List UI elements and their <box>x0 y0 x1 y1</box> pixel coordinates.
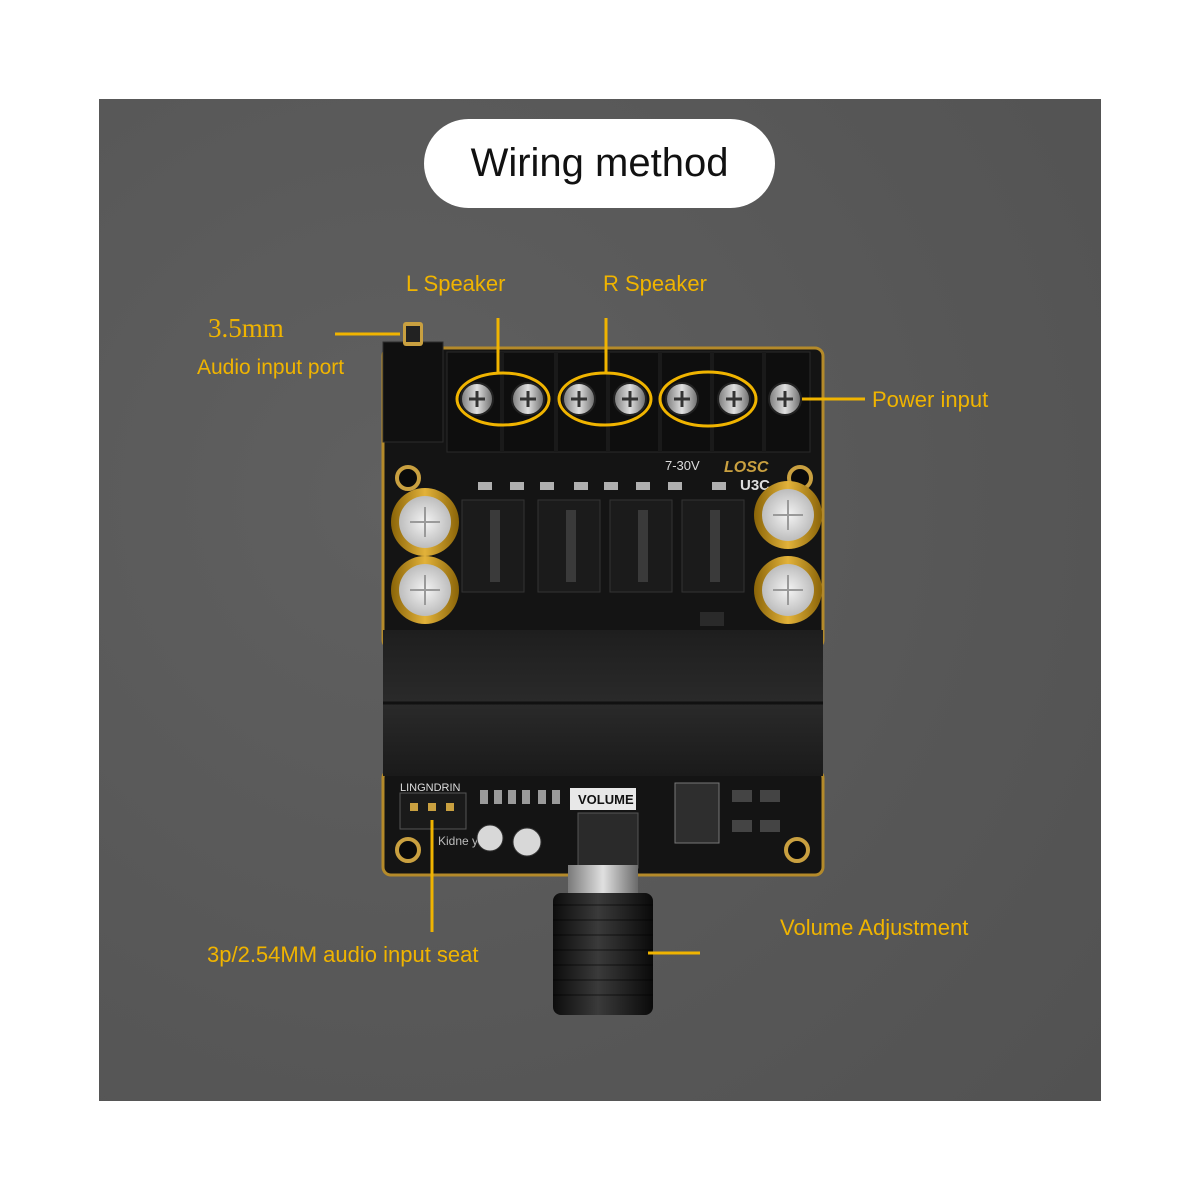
knob-shaft <box>568 865 638 895</box>
pin-header-silkscreen: LINGNDRIN <box>400 782 461 794</box>
r-speaker-label: R Speaker <box>603 271 707 296</box>
smd-parts <box>478 482 726 490</box>
terminal-screws <box>460 382 802 416</box>
page-title: Wiring method <box>470 141 729 185</box>
audio-jack <box>382 341 444 443</box>
voltage-silkscreen: 7-30V <box>665 458 700 473</box>
power-input-label: Power input <box>872 387 989 412</box>
amplifier-chips <box>461 499 745 593</box>
volume-adjustment-label: Volume Adjustment <box>780 915 969 940</box>
regulator <box>674 782 720 844</box>
l-speaker-label: L Speaker <box>406 271 506 296</box>
callout-lines <box>335 318 865 955</box>
volume-knob <box>553 893 653 1015</box>
model-silkscreen: U3C <box>740 477 770 494</box>
electrolytic-capacitors <box>391 481 822 624</box>
kidney-silkscreen: Kidne y <box>438 834 478 848</box>
title-pill: Wiring method <box>424 119 775 208</box>
jack-size-label: 3.5mm <box>208 313 284 343</box>
jack-desc-label: Audio input port <box>197 356 345 379</box>
volume-silkscreen: VOLUME <box>578 792 634 807</box>
brand-silkscreen: LOSC <box>724 459 769 476</box>
mounting-holes <box>395 465 813 863</box>
volume-label-box <box>570 788 636 810</box>
audio-seat-label: 3p/2.54MM audio input seat <box>207 942 479 967</box>
potentiometer-body <box>577 812 639 869</box>
